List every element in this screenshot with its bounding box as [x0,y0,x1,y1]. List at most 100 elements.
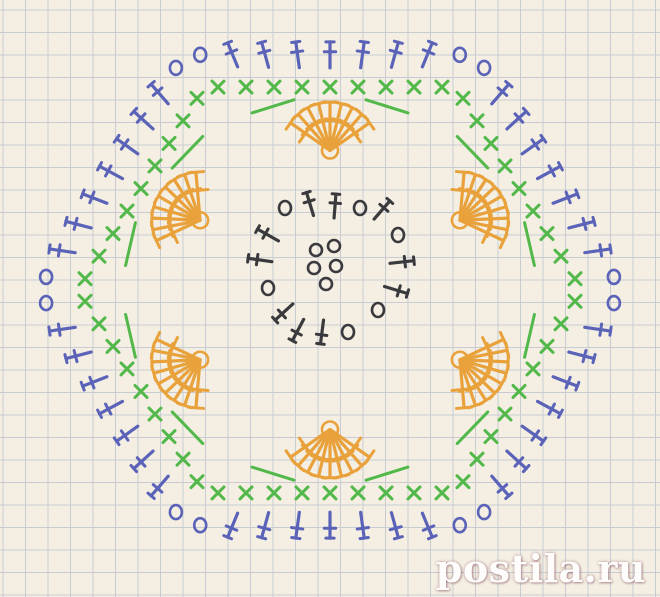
outer-double-crochet [520,424,548,447]
petal-double-crochet [458,218,509,250]
chain-oval [192,46,208,64]
watermark-text: postila.ru [435,546,646,591]
single-crochet-x [567,293,583,309]
outer-double-crochet [490,474,514,501]
single-crochet-x [119,361,135,377]
single-crochet-x [91,316,107,332]
center-double-crochet [382,284,411,299]
outer-double-crochet [551,375,581,392]
single-crochet-x [105,226,121,242]
outer-double-crochet [47,243,77,258]
outer-double-crochet [289,510,305,541]
center-chain-oval [277,199,293,217]
single-crochet-x [238,79,254,95]
single-crochet-x [525,361,541,377]
center-double-crochet [287,317,306,344]
chain-bar [250,465,296,482]
petal-double-crochet [458,187,507,222]
outer-double-crochet [47,322,77,337]
single-crochet-x [455,474,471,490]
single-crochet-x [350,485,366,501]
single-crochet-x [147,158,163,174]
single-crochet-x [350,79,366,95]
petal-double-crochet [185,170,210,222]
single-crochet-round [77,79,583,501]
outer-double-crochet [79,375,109,392]
single-crochet-x [294,79,310,95]
single-crochet-x [553,316,569,332]
center-chain-oval [308,242,324,258]
single-crochet-x [133,181,149,197]
single-crochet-x [567,271,583,287]
center-chain-oval [340,323,356,341]
single-crochet-x [266,79,282,95]
center-double-crochet [254,224,281,243]
chain-oval [192,516,208,534]
outer-double-crochet [289,39,305,70]
single-crochet-x [455,90,471,106]
chain-oval [452,516,468,534]
outer-double-crochet [420,511,438,541]
outer-double-crochet [256,511,272,541]
chain-bar [364,98,410,115]
single-crochet-x [406,79,422,95]
center-ring [246,189,416,346]
center-chain-oval [390,226,406,244]
single-crochet-x [77,271,93,287]
single-crochet-x [469,113,485,129]
outer-double-crochet [567,349,597,365]
outer-double-crochet [388,511,404,541]
outer-double-crochet [535,399,564,419]
outer-double-crochet [112,133,140,156]
chain-bar [455,410,490,446]
center-chain-oval [306,260,322,276]
petal-double-crochet [153,358,202,393]
center-chain-oval [326,238,342,254]
single-crochet-x [511,383,527,399]
outer-double-crochet [355,510,371,541]
outer-double-crochet [322,40,338,70]
center-double-crochet [314,318,329,346]
outer-double-crochet [112,424,140,447]
outer-double-crochet [567,215,597,231]
petal-double-crochet [151,330,202,362]
single-crochet-x [525,203,541,219]
center-chain-oval [328,258,344,274]
single-crochet-x [322,79,338,95]
outer-double-crochet [520,133,548,156]
single-crochet-x [77,293,93,309]
chain-oval [168,503,184,521]
center-double-crochet [246,252,274,267]
center-double-crochet [301,189,316,218]
chain-bar [124,312,137,359]
petal-double-crochet [328,115,376,152]
chain-oval [606,268,622,286]
outer-double-crochet [96,161,125,181]
single-crochet-x [469,451,485,467]
chain-bar [250,98,296,115]
center-chain-oval [352,199,368,217]
chain-bar [364,465,410,482]
chain-bar [124,221,137,268]
outer-double-crochet [129,449,155,474]
center-double-crochet [271,302,295,325]
outer-double-crochet [505,449,531,474]
chain-oval [38,294,54,312]
petal-round [149,100,511,480]
single-crochet-x [238,485,254,501]
single-crochet-x [210,485,226,501]
outer-double-crochet [355,39,371,70]
chain-bar [523,221,536,268]
outer-double-crochet [505,106,531,131]
petal-double-crochet [284,428,332,465]
outer-double-crochet [96,399,125,419]
single-crochet-x [294,485,310,501]
outer-double-crochet [63,215,93,231]
outer-double-crochet [256,39,272,69]
single-crochet-x [378,79,394,95]
outer-double-crochet [63,349,93,365]
outer-double-crochet [490,79,514,106]
outer-double-crochet [388,39,404,69]
